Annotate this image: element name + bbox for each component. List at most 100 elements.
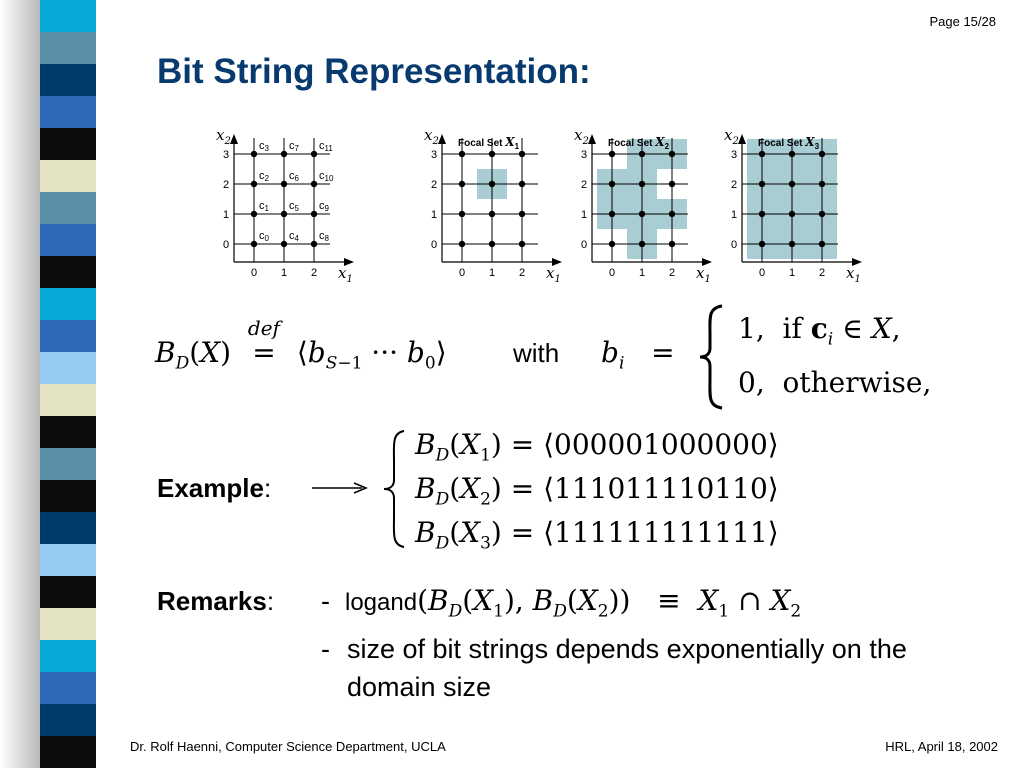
cell-label: c6 (289, 170, 300, 183)
grid-point (518, 210, 526, 218)
grid-point (280, 180, 288, 188)
grid-point (818, 180, 826, 188)
sidebar-band (40, 192, 96, 225)
sidebar-band (40, 544, 96, 577)
page-number: Page 15/28 (929, 14, 996, 29)
sidebar-band (40, 320, 96, 353)
sidebar-band (40, 384, 96, 417)
grid-point (310, 150, 318, 158)
cell-label: c8 (319, 230, 330, 243)
footer-date: HRL, April 18, 2002 (885, 739, 998, 754)
sidebar-band (40, 448, 96, 481)
grid-point (668, 210, 676, 218)
remark-2: size of bit strings depends exponentiall… (347, 634, 907, 702)
bi-label: bi = (601, 336, 675, 374)
y-tick-label: 0 (223, 239, 229, 251)
sidebar-band (40, 128, 96, 161)
y-axis-label: x2 (574, 126, 589, 147)
y-tick-label: 1 (581, 209, 587, 221)
grid-point (518, 240, 526, 248)
grid-point (458, 210, 466, 218)
grid-point (758, 240, 766, 248)
grid-point (250, 240, 258, 248)
y-tick-label: 0 (581, 239, 587, 251)
y-tick-label: 2 (731, 179, 737, 191)
grid-point (250, 210, 258, 218)
grid-point (818, 210, 826, 218)
x-tick-label: 0 (251, 267, 257, 279)
x-axis-arrow (344, 258, 354, 266)
sidebar-band (40, 704, 96, 737)
y-tick-label: 1 (223, 209, 229, 221)
y-axis-arrow (588, 134, 596, 144)
cell-label: c2 (259, 170, 270, 183)
y-tick-label: 0 (431, 239, 437, 251)
y-axis-label: x2 (216, 126, 231, 147)
grid-point (488, 150, 496, 158)
grid-point (818, 150, 826, 158)
x-tick-label: 0 (759, 267, 765, 279)
grid-point (488, 180, 496, 188)
x-tick-label: 1 (639, 267, 645, 279)
cell-label: c10 (319, 170, 334, 183)
sidebar-band (40, 224, 96, 257)
example-line-3: BD(X3) = ⟨111111111111⟩ (415, 516, 779, 554)
sidebar-band (40, 672, 96, 705)
sidebar-band (40, 64, 96, 97)
grid-point (488, 210, 496, 218)
y-axis-arrow (438, 134, 446, 144)
y-tick-label: 2 (431, 179, 437, 191)
x-tick-label: 2 (669, 267, 675, 279)
x-tick-label: 0 (609, 267, 615, 279)
sidebar-band (40, 160, 96, 193)
sidebar-band (40, 288, 96, 321)
grid-point (608, 150, 616, 158)
sidebar-band (40, 608, 96, 641)
y-tick-label: 1 (731, 209, 737, 221)
y-axis-label: x2 (424, 126, 439, 147)
sidebar-band (40, 32, 96, 65)
x-axis-arrow (552, 258, 562, 266)
grid-point (608, 210, 616, 218)
grid-point (638, 240, 646, 248)
y-tick-label: 0 (731, 239, 737, 251)
y-tick-label: 1 (431, 209, 437, 221)
sidebar-band (40, 480, 96, 513)
grid-point (668, 240, 676, 248)
definition-case-2: 0, otherwise, (738, 366, 932, 399)
x-axis-arrow (852, 258, 862, 266)
grid-point (788, 210, 796, 218)
slide-title: Bit String Representation: (157, 52, 591, 91)
grid-point (280, 240, 288, 248)
grid-point (458, 240, 466, 248)
cell-label: c11 (319, 140, 333, 153)
x-tick-label: 1 (281, 267, 287, 279)
grid-point (668, 180, 676, 188)
sidebar-band (40, 416, 96, 449)
definition-case-1: 1, if ci ∈ X, (738, 312, 901, 350)
y-tick-label: 3 (581, 149, 587, 161)
y-axis-arrow (738, 134, 746, 144)
grid-point (310, 240, 318, 248)
sidebar-band (40, 512, 96, 545)
y-axis-arrow (230, 134, 238, 144)
grid-point (608, 180, 616, 188)
sidebar-band (40, 640, 96, 673)
sidebar-band (40, 0, 96, 33)
grid-point (758, 210, 766, 218)
x-tick-label: 1 (489, 267, 495, 279)
sidebar-shadow (0, 0, 40, 768)
grid-point (758, 180, 766, 188)
grid-point (788, 150, 796, 158)
y-tick-label: 2 (223, 179, 229, 191)
sidebar-band (40, 96, 96, 129)
remark-2-dash: - (321, 634, 330, 664)
cell-label: c1 (259, 200, 270, 213)
grid-point (788, 240, 796, 248)
y-tick-label: 3 (731, 149, 737, 161)
grid-point (788, 180, 796, 188)
grid-point (458, 150, 466, 158)
grid-point (758, 150, 766, 158)
